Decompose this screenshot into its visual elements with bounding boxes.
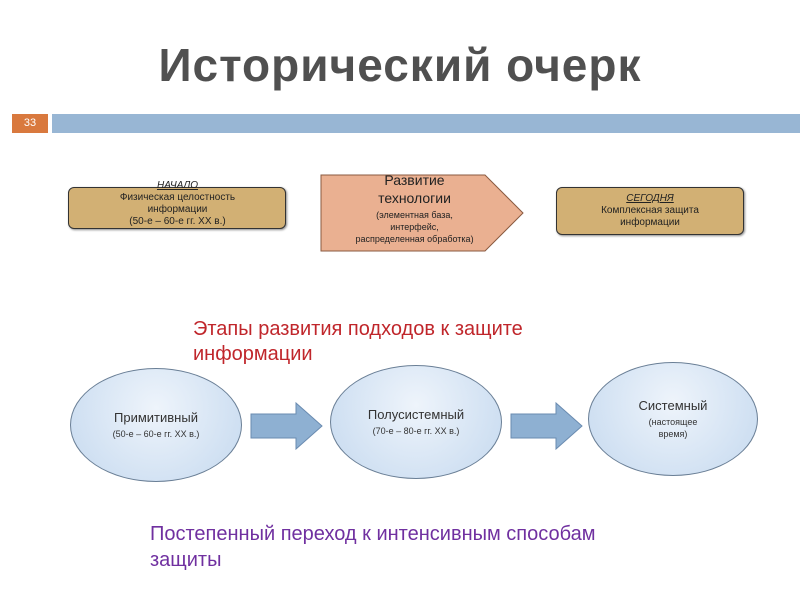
technology-arrow	[320, 174, 524, 252]
arrow-right-icon	[510, 402, 583, 450]
stage-name: Полусистемный	[367, 407, 465, 422]
slide-number: 33	[12, 114, 48, 133]
today-text: Комплексная защита информации	[601, 205, 699, 228]
stage-period: (50-е – 60-е гг. XX в.)	[112, 429, 200, 439]
stage-semi-systemic: Полусистемный (70-е – 80-е гг. XX в.)	[330, 365, 502, 479]
technology-text: Развитие технологии (элементная база, ин…	[322, 171, 507, 245]
start-text: Физическая целостность информации	[119, 192, 236, 215]
stage-period: (настоящее время)	[648, 417, 698, 439]
today-box: СЕГОДНЯ Комплексная защита информации	[556, 187, 744, 235]
technology-details: (элементная база, интерфейс, распределен…	[355, 210, 474, 244]
start-box-text: НАЧАЛО Физическая целостность информации…	[68, 180, 287, 228]
start-box	[68, 187, 286, 229]
start-heading: НАЧАЛО	[156, 180, 199, 191]
technology-heading: Развитие технологии	[378, 172, 451, 206]
arrow-right-icon	[250, 402, 323, 450]
stage-primitive: Примитивный (50-е – 60-е гг. XX в.)	[70, 368, 242, 482]
stage-period: (70-е – 80-е гг. XX в.)	[372, 426, 460, 436]
stage-systemic: Системный (настоящее время)	[588, 362, 758, 476]
today-heading: СЕГОДНЯ	[626, 193, 674, 204]
stage-name: Системный	[638, 398, 708, 413]
slide-title: Исторический очерк	[158, 39, 642, 91]
start-period: (50-е – 60-е гг. XX в.)	[129, 216, 226, 227]
conclusion-text: Постепенный переход к интенсивным способ…	[150, 523, 596, 571]
header-bar	[52, 114, 800, 133]
stage-name: Примитивный	[114, 410, 198, 425]
stages-title: Этапы развития подходов к защите информа…	[193, 318, 523, 365]
